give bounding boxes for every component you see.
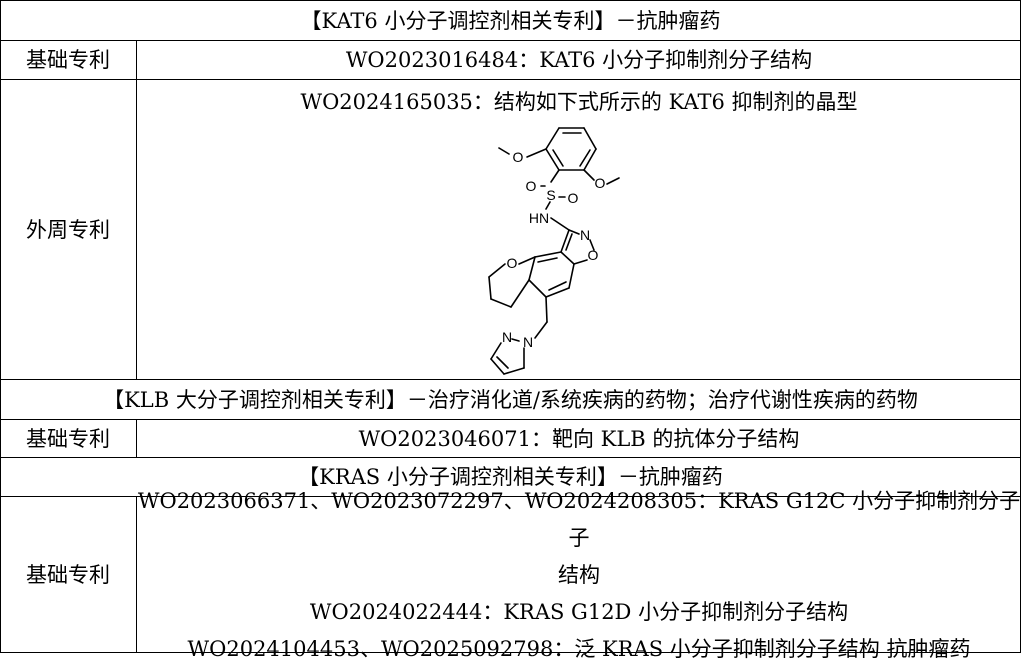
row-value: WO2023066371、WO2023072297、WO2024208305：K…: [137, 489, 1021, 661]
atom-label: O: [513, 149, 524, 165]
kat6-inhibitor-structure-image: O O O S O HN N O O N N: [488, 127, 620, 375]
atom-label: O: [507, 255, 518, 271]
row-value: WO2023046071：靶向 KLB 的抗体分子结构: [358, 426, 800, 451]
atom-label: N: [523, 334, 533, 350]
section-header-kras: 【KRAS 小分子调控剂相关专利】－抗肿瘤药: [0, 457, 1021, 496]
row-value-line: 结构: [558, 562, 600, 587]
table-row: 基础专利 WO2023066371、WO2023072297、WO2024208…: [0, 489, 1021, 661]
atom-label: S: [546, 187, 555, 203]
atom-label: HN: [529, 210, 549, 226]
row-value: WO2023016484：KAT6 小分子抑制剂分子结构: [345, 48, 813, 72]
atom-label: N: [502, 329, 512, 345]
atom-label: N: [580, 227, 590, 243]
section-header-klb: 【KLB 大分子调控剂相关专利】－治疗消化道/系统疾病的药物；治疗代谢性疾病的药…: [0, 379, 1021, 419]
section-header-text: 【KLB 大分子调控剂相关专利】－治疗消化道/系统疾病的药物；治疗代谢性疾病的药…: [103, 387, 918, 412]
chemical-structure: O O O S O HN N O O N N: [137, 120, 1021, 377]
table-border-left: [0, 0, 1, 653]
row-label: 外周专利: [0, 80, 137, 379]
row-value-line: WO2024022444：KRAS G12D 小分子抑制剂分子结构: [309, 599, 849, 624]
atom-label: O: [568, 190, 579, 206]
section-header-text: 【KRAS 小分子调控剂相关专利】－抗肿瘤药: [298, 465, 723, 489]
row-label: 基础专利: [0, 420, 137, 457]
row-label: 基础专利: [0, 41, 137, 79]
section-header-kat6: 【KAT6 小分子调控剂相关专利】－抗肿瘤药: [0, 0, 1021, 40]
row-label: 基础专利: [0, 497, 137, 653]
atom-label: O: [588, 247, 599, 263]
row-value: WO2024165035：结构如下式所示的 KAT6 抑制剂的晶型: [300, 90, 858, 114]
row-value-line: WO2023066371、WO2023072297、WO2024208305：K…: [137, 488, 1021, 550]
table-row: 基础专利 WO2023046071：靶向 KLB 的抗体分子结构: [0, 419, 1021, 457]
section-header-text: 【KAT6 小分子调控剂相关专利】－抗肿瘤药: [300, 8, 721, 33]
table-row: 外周专利 WO2024165035：结构如下式所示的 KAT6 抑制剂的晶型: [0, 79, 1021, 379]
atom-label: O: [595, 175, 606, 191]
atom-label: O: [526, 178, 537, 194]
row-value-line: WO2024104453、WO2025092798：泛 KRAS 小分子抑制剂分…: [187, 636, 971, 661]
table-row: 基础专利 WO2023016484：KAT6 小分子抑制剂分子结构: [0, 40, 1021, 79]
